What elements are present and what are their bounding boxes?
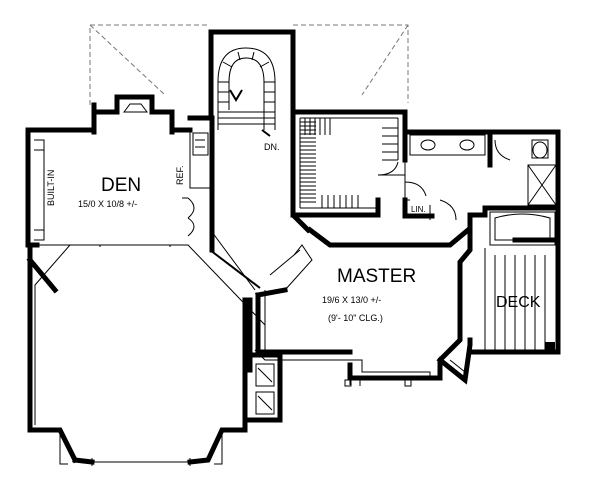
- master-bath: LIN.: [402, 129, 561, 221]
- open-below-room: [26, 231, 266, 466]
- deck-name: DECK: [496, 294, 541, 311]
- linen-label: LIN.: [411, 205, 426, 214]
- tub: [467, 205, 561, 246]
- walk-in-closet: [290, 109, 408, 218]
- den-room: BUILT-IN REF. DEN 15/0 X 10/8 +/-: [25, 115, 215, 248]
- stair: [208, 29, 296, 137]
- stair-down-label: DN.: [264, 142, 280, 152]
- ref-label: REF.: [175, 165, 185, 185]
- fireplace: [91, 94, 175, 135]
- deck: DECK: [467, 237, 561, 355]
- roof-outline: [89, 24, 409, 105]
- built-in-label: BUILT-IN: [46, 170, 56, 206]
- den-dimensions: 15/0 X 10/8 +/-: [78, 199, 137, 209]
- den-name: DEN: [101, 175, 141, 196]
- master-name: MASTER: [337, 266, 416, 287]
- master-room: MASTER 19/6 X 13/0 +/- (9'- 10" CLG.): [254, 226, 473, 387]
- master-dimensions: 19/6 X 13/0 +/-: [322, 295, 381, 305]
- master-ceiling: (9'- 10" CLG.): [328, 313, 383, 323]
- storage-cabinets: [247, 352, 283, 423]
